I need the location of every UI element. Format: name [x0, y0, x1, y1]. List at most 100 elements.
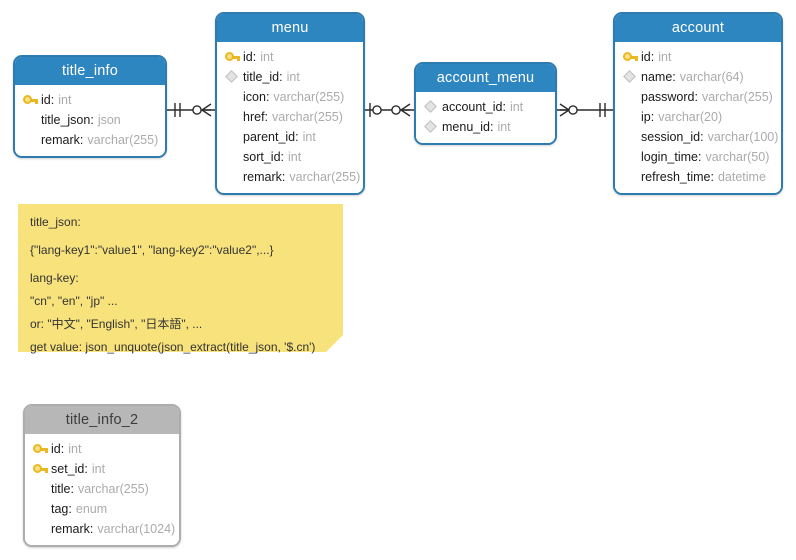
- field-row[interactable]: name : varchar(64): [615, 67, 781, 87]
- field-row[interactable]: id : int: [217, 47, 363, 67]
- entity-fields-account: id : int name : varchar(64) password : v…: [615, 42, 781, 193]
- note-line: lang-key:: [30, 271, 79, 285]
- field-row[interactable]: tag : enum: [25, 499, 179, 519]
- field-separator: :: [489, 120, 494, 134]
- field-row[interactable]: refresh_time : datetime: [615, 167, 781, 187]
- field-name: sort_id: [243, 150, 281, 164]
- blank-icon: [22, 132, 39, 148]
- field-name: refresh_time: [641, 170, 711, 184]
- field-separator: :: [252, 50, 257, 64]
- field-row[interactable]: remark : varchar(1024): [25, 519, 179, 539]
- field-type: int: [58, 93, 72, 107]
- field-row[interactable]: set_id : int: [25, 459, 179, 479]
- field-row[interactable]: session_id : varchar(100): [615, 127, 781, 147]
- field-separator: :: [650, 110, 655, 124]
- entity-header-account_menu: account_menu: [416, 64, 555, 92]
- field-type: varchar(255): [272, 110, 343, 124]
- note-line: "cn", "en", "jp" ...: [30, 294, 118, 308]
- field-separator: :: [60, 442, 65, 456]
- entity-table-account[interactable]: account id : int name : varchar(64): [613, 12, 783, 195]
- field-row[interactable]: remark : varchar(255): [15, 130, 165, 150]
- field-type: int: [509, 100, 524, 114]
- blank-icon: [622, 109, 639, 125]
- field-name: remark: [243, 170, 282, 184]
- blank-icon: [622, 149, 639, 165]
- field-name: id: [51, 442, 61, 456]
- entity-table-account_menu[interactable]: account_menu account_id : int menu_id : …: [414, 62, 557, 145]
- field-name: session_id: [641, 130, 701, 144]
- field-separator: :: [295, 130, 299, 144]
- field-type: varchar(255): [289, 170, 361, 184]
- field-type: json: [97, 113, 121, 127]
- field-separator: :: [281, 170, 286, 184]
- field-name: set_id: [51, 462, 85, 476]
- blank-icon: [224, 109, 241, 125]
- field-row[interactable]: href : varchar(255): [217, 107, 363, 127]
- field-row[interactable]: id : int: [615, 47, 781, 67]
- entity-table-title_info_2[interactable]: title_info_2 id : int set_id : int: [23, 404, 181, 547]
- blank-icon: [22, 112, 39, 128]
- field-row[interactable]: menu_id : int: [416, 117, 555, 137]
- field-row[interactable]: icon : varchar(255): [217, 87, 363, 107]
- field-type: int: [260, 50, 274, 64]
- diamond-icon: [423, 99, 440, 115]
- blank-icon: [32, 481, 49, 497]
- note-line: {"lang-key1":"value1", "lang-key2":"valu…: [30, 243, 274, 257]
- field-separator: :: [68, 502, 72, 516]
- entity-table-title_info[interactable]: title_info id : int title_json : json re…: [13, 55, 167, 158]
- field-type: datetime: [717, 170, 766, 184]
- blank-icon: [622, 89, 639, 105]
- blank-icon: [224, 149, 241, 165]
- field-row[interactable]: title_json : json: [15, 110, 165, 130]
- field-name: account_id: [442, 100, 503, 114]
- entity-table-menu[interactable]: menu id : int title_id : int icon: [215, 12, 365, 195]
- key-icon: [224, 49, 241, 65]
- field-type: int: [286, 70, 300, 84]
- field-type: varchar(255): [87, 133, 159, 147]
- field-row[interactable]: title_id : int: [217, 67, 363, 87]
- field-separator: :: [90, 113, 94, 127]
- field-type: varchar(64): [679, 70, 744, 84]
- field-row[interactable]: ip : varchar(20): [615, 107, 781, 127]
- field-row[interactable]: password : varchar(255): [615, 87, 781, 107]
- key-icon: [22, 92, 39, 108]
- note-line: or: "中文", "English", "日本語", ...: [30, 317, 203, 331]
- field-type: varchar(20): [658, 110, 723, 124]
- field-separator: :: [84, 462, 88, 476]
- field-row[interactable]: account_id : int: [416, 97, 555, 117]
- field-name: icon: [243, 90, 266, 104]
- field-type: int: [302, 130, 316, 144]
- field-row[interactable]: title : varchar(255): [25, 479, 179, 499]
- field-type: int: [288, 150, 302, 164]
- field-separator: :: [502, 100, 506, 114]
- sticky-note-title_json[interactable]: title_json: {"lang-key1":"value1", "lang…: [18, 204, 343, 354]
- note-fold-corner: [326, 335, 343, 352]
- blank-icon: [32, 501, 49, 517]
- field-row[interactable]: remark : varchar(255): [217, 167, 363, 187]
- field-row[interactable]: id : int: [25, 439, 179, 459]
- field-row[interactable]: id : int: [15, 90, 165, 110]
- field-name: href: [243, 110, 265, 124]
- field-type: int: [68, 442, 82, 456]
- field-row[interactable]: login_time : varchar(50): [615, 147, 781, 167]
- blank-icon: [224, 129, 241, 145]
- field-name: title_id: [243, 70, 280, 84]
- entity-fields-menu: id : int title_id : int icon : varchar(2…: [217, 42, 363, 193]
- field-separator: :: [265, 90, 270, 104]
- field-type: varchar(255): [701, 90, 773, 104]
- relationship-account_menu-account: [557, 103, 613, 117]
- field-row[interactable]: sort_id : int: [217, 147, 363, 167]
- entity-header-title_info_2: title_info_2: [25, 406, 179, 434]
- blank-icon: [224, 169, 241, 185]
- field-type: int: [658, 50, 672, 64]
- field-separator: :: [79, 133, 84, 147]
- diamond-icon: [622, 69, 639, 85]
- field-type: varchar(255): [273, 90, 345, 104]
- blank-icon: [622, 169, 639, 185]
- field-row[interactable]: parent_id : int: [217, 127, 363, 147]
- relationship-title_info-menu: [167, 103, 215, 117]
- note-line: title_json:: [30, 215, 81, 229]
- field-type: varchar(50): [705, 150, 770, 164]
- field-name: menu_id: [442, 120, 490, 134]
- field-separator: :: [264, 110, 269, 124]
